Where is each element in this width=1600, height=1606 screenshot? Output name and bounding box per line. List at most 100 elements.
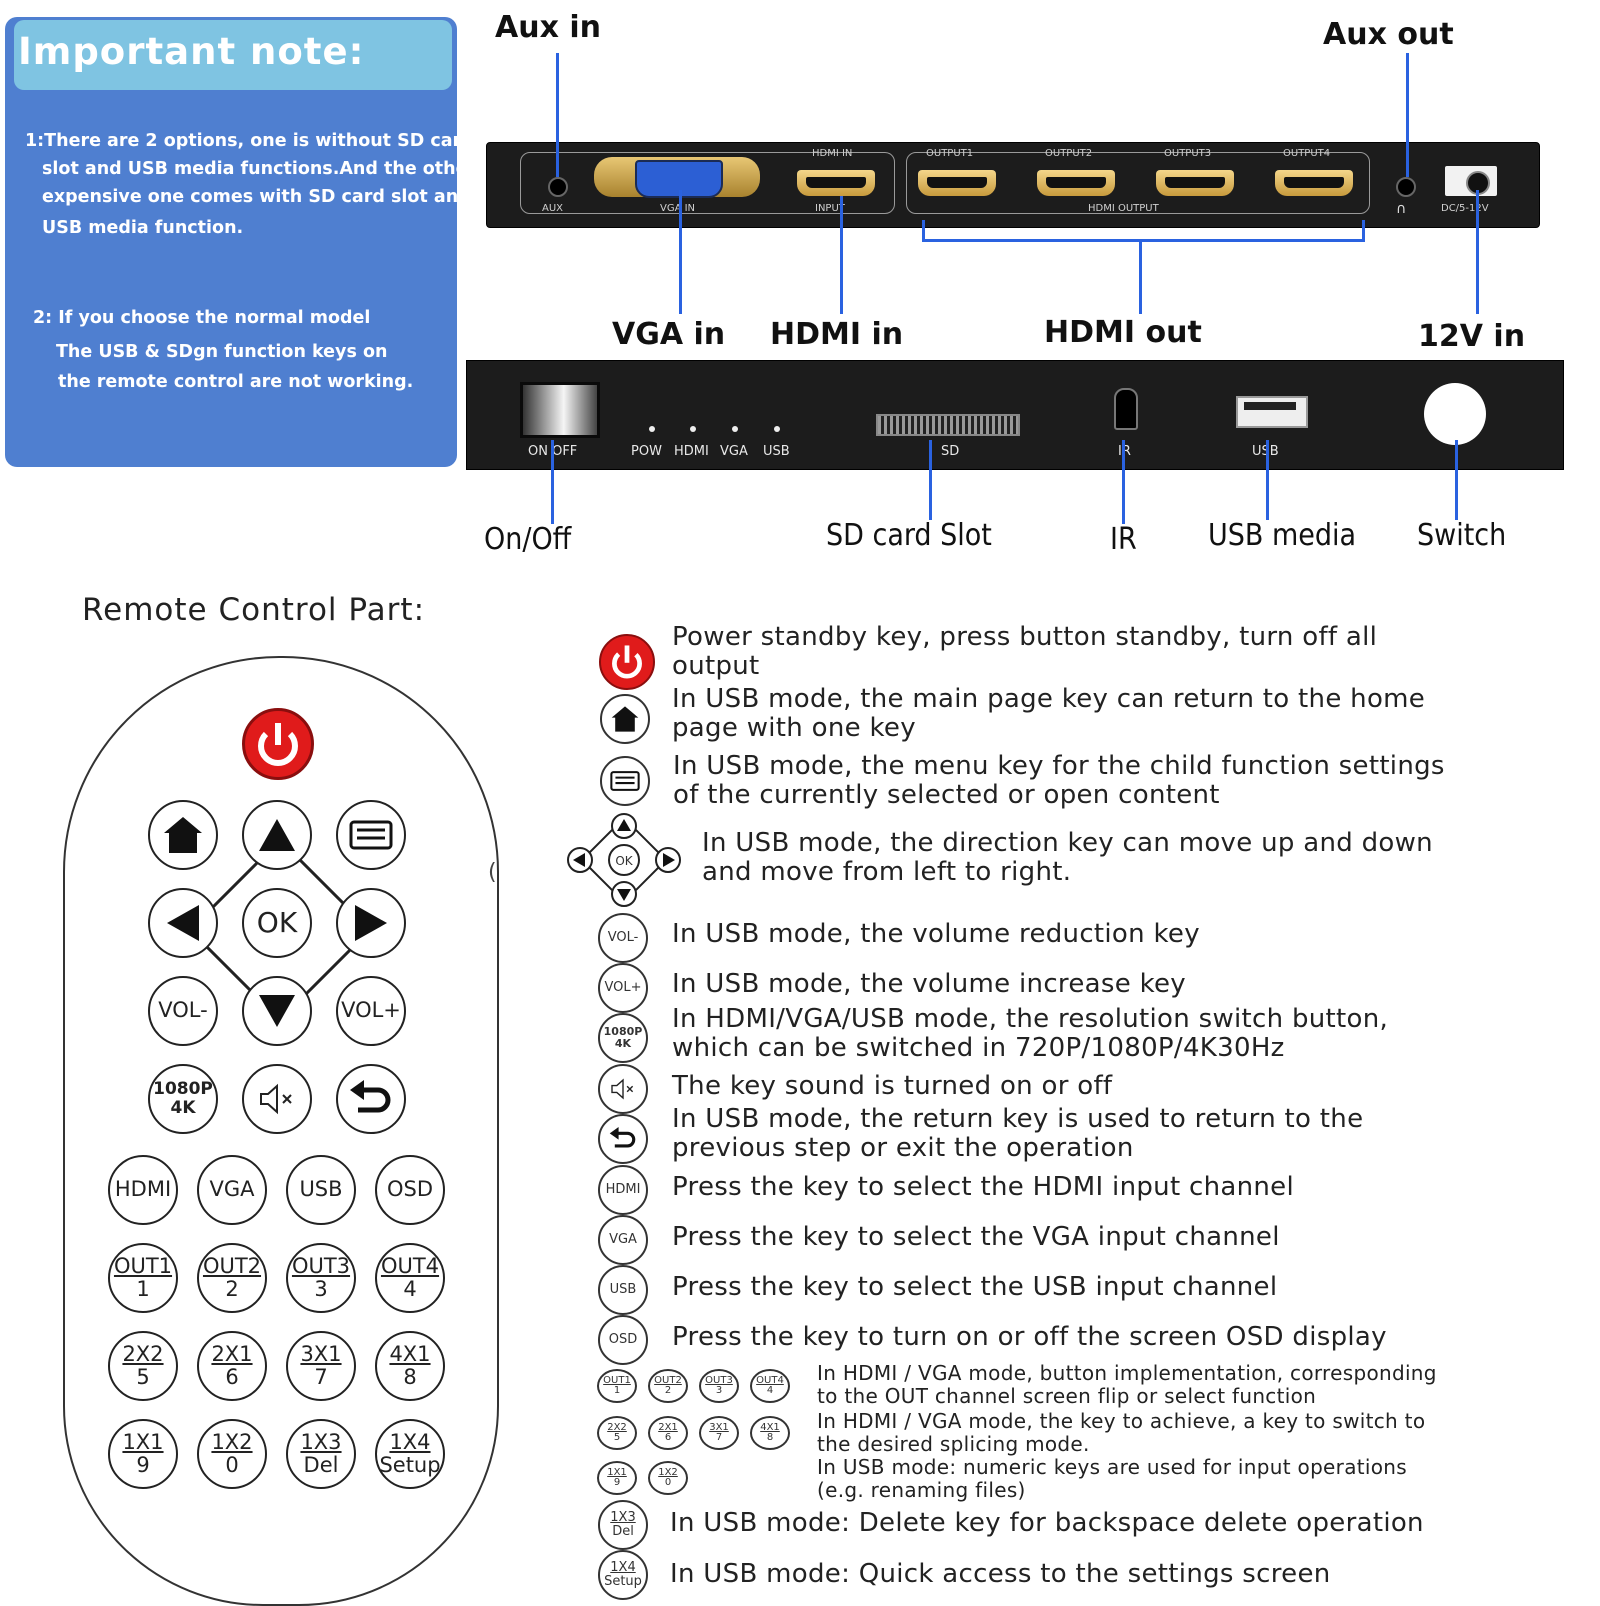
callout-hdmi-out: HDMI out: [1044, 315, 1202, 350]
desc-keys-line5: In USB mode: numeric keys are used for i…: [817, 1455, 1407, 1479]
callout-bracket-hdmi-out: [922, 239, 1365, 242]
remote-left-button[interactable]: [148, 888, 218, 958]
desc-setup: In USB mode: Quick access to the setting…: [670, 1559, 1331, 1589]
direction-pad-icon: OK: [567, 813, 681, 907]
output4-label: OUTPUT4: [1283, 148, 1331, 159]
remote-vol-minus-button[interactable]: VOL-: [148, 976, 218, 1046]
setup-top-text: 1X4: [610, 1560, 636, 1576]
remote-osd-button[interactable]: OSD: [375, 1155, 445, 1225]
switch-button: [1424, 383, 1486, 445]
key-top-label: OUT4: [380, 1253, 440, 1278]
remote-usb-button[interactable]: USB: [286, 1155, 356, 1225]
del-bottom-text: Del: [612, 1524, 634, 1539]
mini-key-bottom: 6: [664, 1432, 672, 1443]
left-arrow-icon: [167, 905, 199, 941]
callout-line-hdmi-out: [1139, 239, 1142, 314]
vga-led: [732, 426, 738, 432]
mute-icon: [260, 1083, 292, 1115]
aux-in-jack: [548, 177, 568, 197]
callout-line-aux-out: [1406, 53, 1409, 177]
remote-down-button[interactable]: [242, 976, 312, 1046]
remote-menu-button[interactable]: [336, 800, 406, 870]
remote-return-button[interactable]: [336, 1064, 406, 1134]
desc-vol-down: In USB mode, the volume reduction key: [672, 919, 1200, 949]
setup-bottom-text: Setup: [604, 1574, 642, 1589]
resolution-top-label: 1080P: [153, 1079, 213, 1100]
desc-usb: Press the key to select the USB input ch…: [672, 1272, 1278, 1302]
key-top-label: OUT3: [291, 1253, 351, 1278]
mini-key-bottom: 2: [664, 1385, 672, 1396]
callout-line-ir: [1122, 440, 1125, 524]
key-top-label: 1X4: [389, 1429, 431, 1454]
mini-key-top: 2X2: [607, 1422, 627, 1433]
remote-resolution-button[interactable]: 1080P 4K: [148, 1064, 218, 1134]
remote-home-button[interactable]: [148, 800, 218, 870]
note-line: slot and USB media functions.And the oth…: [42, 159, 477, 179]
desc-direction-line1: In USB mode, the direction key can move …: [702, 828, 1433, 858]
desc-mute-icon: [598, 1064, 648, 1114]
remote-power-button[interactable]: [242, 708, 314, 780]
remote-right-button[interactable]: [336, 888, 406, 958]
key-bottom-label: 9: [136, 1453, 150, 1477]
hdmi-in-port: [797, 170, 875, 196]
callout-line-12v: [1476, 190, 1479, 314]
res-top-text: 1080P: [603, 1025, 643, 1039]
mini-key-bottom: 7: [715, 1432, 723, 1443]
sd-card-slot: [876, 414, 1020, 436]
remote-hdmi-button[interactable]: HDMI: [108, 1155, 178, 1225]
key-top-label: 4X1: [389, 1341, 431, 1366]
remote-title: Remote Control Part:: [82, 592, 426, 628]
callout-line-switch: [1455, 440, 1458, 520]
power-switch: [520, 382, 600, 438]
svg-text:OK: OK: [615, 854, 633, 868]
callout-sd-slot: SD card Slot: [826, 518, 992, 553]
remote-vol-plus-button[interactable]: VOL+: [336, 976, 406, 1046]
mini-key-bottom: 0: [664, 1477, 672, 1488]
mini-key-bottom: 3: [715, 1385, 723, 1396]
return-icon: [609, 1127, 636, 1148]
key-bottom-label: 7: [314, 1365, 328, 1389]
callout-bracket-right: [1362, 220, 1365, 242]
remote-ok-button[interactable]: OK: [242, 888, 312, 958]
aux-out-jack: [1396, 177, 1416, 197]
hdmi-led-label: HDMI: [674, 444, 709, 459]
remote-vga-button[interactable]: VGA: [197, 1155, 267, 1225]
hdmi-led: [690, 426, 696, 432]
desc-menu-line1: In USB mode, the menu key for the child …: [673, 751, 1445, 781]
key-bottom-label: 0: [225, 1453, 239, 1477]
vga-text: VGA: [609, 1232, 637, 1248]
callout-vga-in: VGA in: [612, 317, 726, 352]
callout-on-off: On/Off: [484, 522, 572, 557]
key-top-label: 1X3: [300, 1429, 342, 1454]
power-icon: [258, 723, 298, 766]
pow-label: POW: [631, 444, 662, 459]
hdmi-text: HDMI: [605, 1182, 641, 1198]
desc-home-icon: [600, 694, 650, 744]
key-top-label: 3X1: [300, 1341, 342, 1366]
mini-key-bottom: 5: [613, 1432, 621, 1443]
desc-hdmi: Press the key to select the HDMI input c…: [672, 1172, 1294, 1202]
mini-key-top: OUT2: [654, 1375, 682, 1386]
key-top-label: OUT1: [113, 1253, 173, 1278]
remote-up-button[interactable]: [242, 800, 312, 870]
callout-line-aux-in: [556, 53, 559, 177]
remote-mute-button[interactable]: [242, 1064, 312, 1134]
headphone-icon: ∩: [1396, 201, 1407, 217]
osd-text: OSD: [608, 1332, 638, 1348]
desc-direction-line2: and move from left to right.: [702, 857, 1072, 887]
